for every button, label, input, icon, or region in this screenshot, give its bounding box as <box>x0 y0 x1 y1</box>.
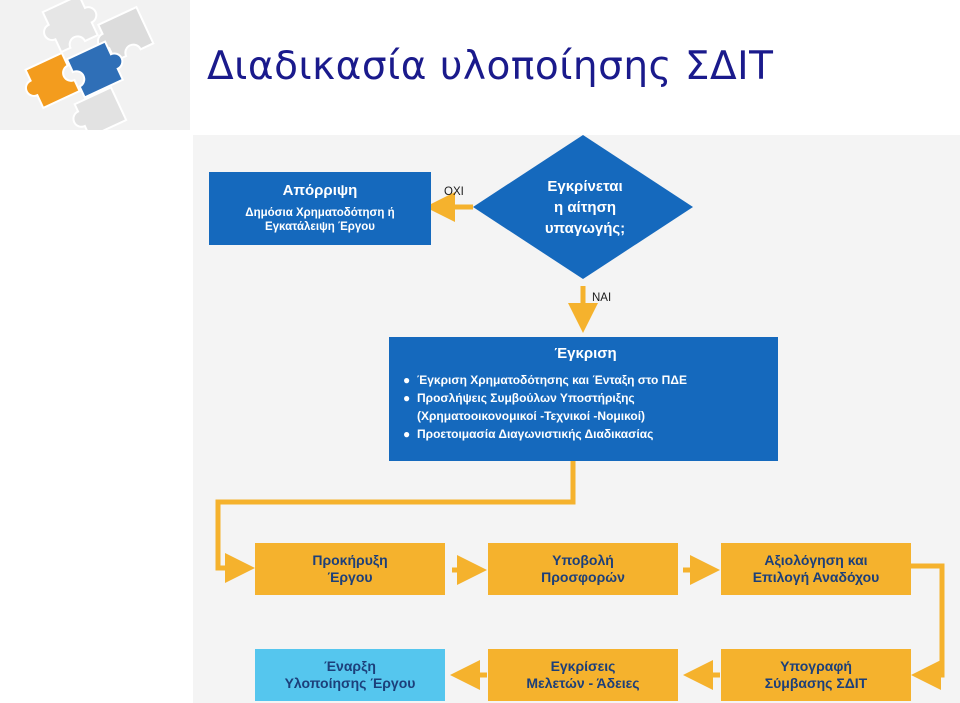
puzzle-piece-white-right <box>96 5 155 63</box>
reject-heading: Απόρριψη <box>282 182 358 200</box>
approve-box: Έγκριση ●Έγκριση Χρηματοδότησης και Έντα… <box>389 337 778 461</box>
reject-box: Απόρριψη Δημόσια Χρηματοδότηση ή Εγκατάλ… <box>209 172 431 245</box>
bullet-icon: ● <box>403 426 411 441</box>
approve-item: ●Προσλήψεις Συμβούλων Υποστήριξης <box>403 390 635 405</box>
yes-label: ΝΑΙ <box>592 292 612 304</box>
bullet-icon: ● <box>403 372 411 387</box>
decision-line2: η αίτηση <box>554 199 616 216</box>
connector-approve-to-step1 <box>215 461 576 583</box>
puzzle-piece-orange <box>24 51 81 110</box>
page-title: Διαδικασία υλοποίησης ΣΔΙΤ <box>207 44 774 89</box>
decision-diamond <box>473 135 693 279</box>
puzzle-piece-blue <box>65 40 125 99</box>
reject-line1: Δημόσια Χρηματοδότηση ή <box>245 207 395 219</box>
approve-heading: Έγκριση <box>554 345 617 362</box>
no-label: ΟΧΙ <box>444 186 464 198</box>
connector-step3-step4 <box>911 563 945 690</box>
puzzle-logo <box>0 0 190 130</box>
approve-item: ●Έγκριση Χρηματοδότησης και Ένταξη στο Π… <box>403 372 687 387</box>
puzzle-piece-white-top <box>41 0 99 54</box>
approve-item: (Χρηματοοικονομικοί -Τεχνικοί -Νομικοί) <box>417 408 646 423</box>
puzzle-piece-white-bottom <box>72 86 128 130</box>
approve-item: ●Προετοιμασία Διαγωνιστικής Διαδικασίας <box>403 426 654 441</box>
decision-line1: Εγκρίνεται <box>547 178 622 195</box>
reject-line2: Εγκατάλειψη Έργου <box>264 221 376 234</box>
approve-list: ●Έγκριση Χρηματοδότησης και Ένταξη στο Π… <box>403 373 687 445</box>
bullet-icon: ● <box>403 390 411 405</box>
decision-line3: υπαγωγής; <box>545 220 625 237</box>
